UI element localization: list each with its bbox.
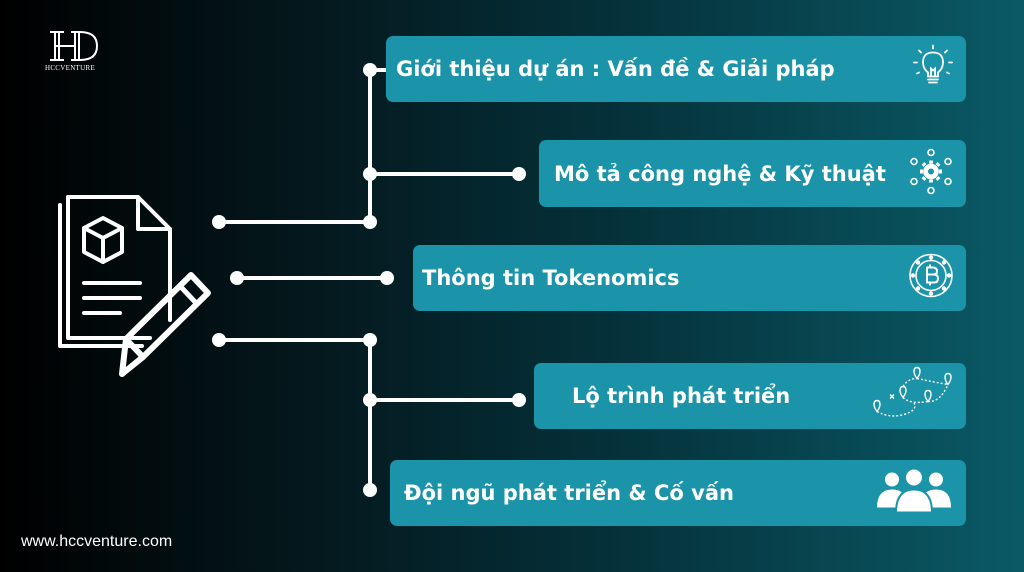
- connector-dot: [380, 271, 394, 285]
- item-box-technology: Mô tả công nghệ & Kỹ thuật: [539, 140, 966, 207]
- website-url: www.hccventure.com: [21, 533, 173, 550]
- connector-dot: [512, 167, 526, 181]
- document-pencil-icon: [58, 195, 211, 377]
- connector-dot: [230, 271, 244, 285]
- item-box-project-intro: Giới thiệu dự án : Vấn đề & Giải pháp: [386, 36, 966, 102]
- bitcoin-coin-icon: [908, 253, 954, 304]
- connector-dot: [363, 483, 377, 497]
- connector-dot: [363, 333, 377, 347]
- lightbulb-icon: [912, 44, 954, 94]
- connector-dot: [363, 63, 377, 77]
- logo-caption: HCCVENTURE: [44, 64, 96, 72]
- item-box-tokenomics: Thông tin Tokenomics: [413, 245, 966, 311]
- connector-dot: [363, 167, 377, 181]
- item-box-roadmap: Lộ trình phát triển: [534, 363, 966, 429]
- item-label: Giới thiệu dự án : Vấn đề & Giải pháp: [396, 57, 835, 81]
- connector-dot: [212, 333, 226, 347]
- item-label: Đội ngũ phát triển & Cố vấn: [404, 481, 734, 505]
- team-icon: [874, 467, 954, 519]
- connector-dot: [212, 215, 226, 229]
- hccventure-logo: [50, 31, 99, 61]
- connector-dot: [363, 393, 377, 407]
- item-label: Mô tả công nghệ & Kỹ thuật: [554, 161, 886, 186]
- item-label: Thông tin Tokenomics: [422, 266, 680, 290]
- roadmap-pins-icon: [870, 365, 954, 428]
- item-label: Lộ trình phát triển: [572, 384, 791, 408]
- connector-dot: [363, 215, 377, 229]
- item-box-team: Đội ngũ phát triển & Cố vấn: [390, 460, 966, 526]
- connector-dot: [512, 393, 526, 407]
- gear-network-icon: [908, 148, 954, 199]
